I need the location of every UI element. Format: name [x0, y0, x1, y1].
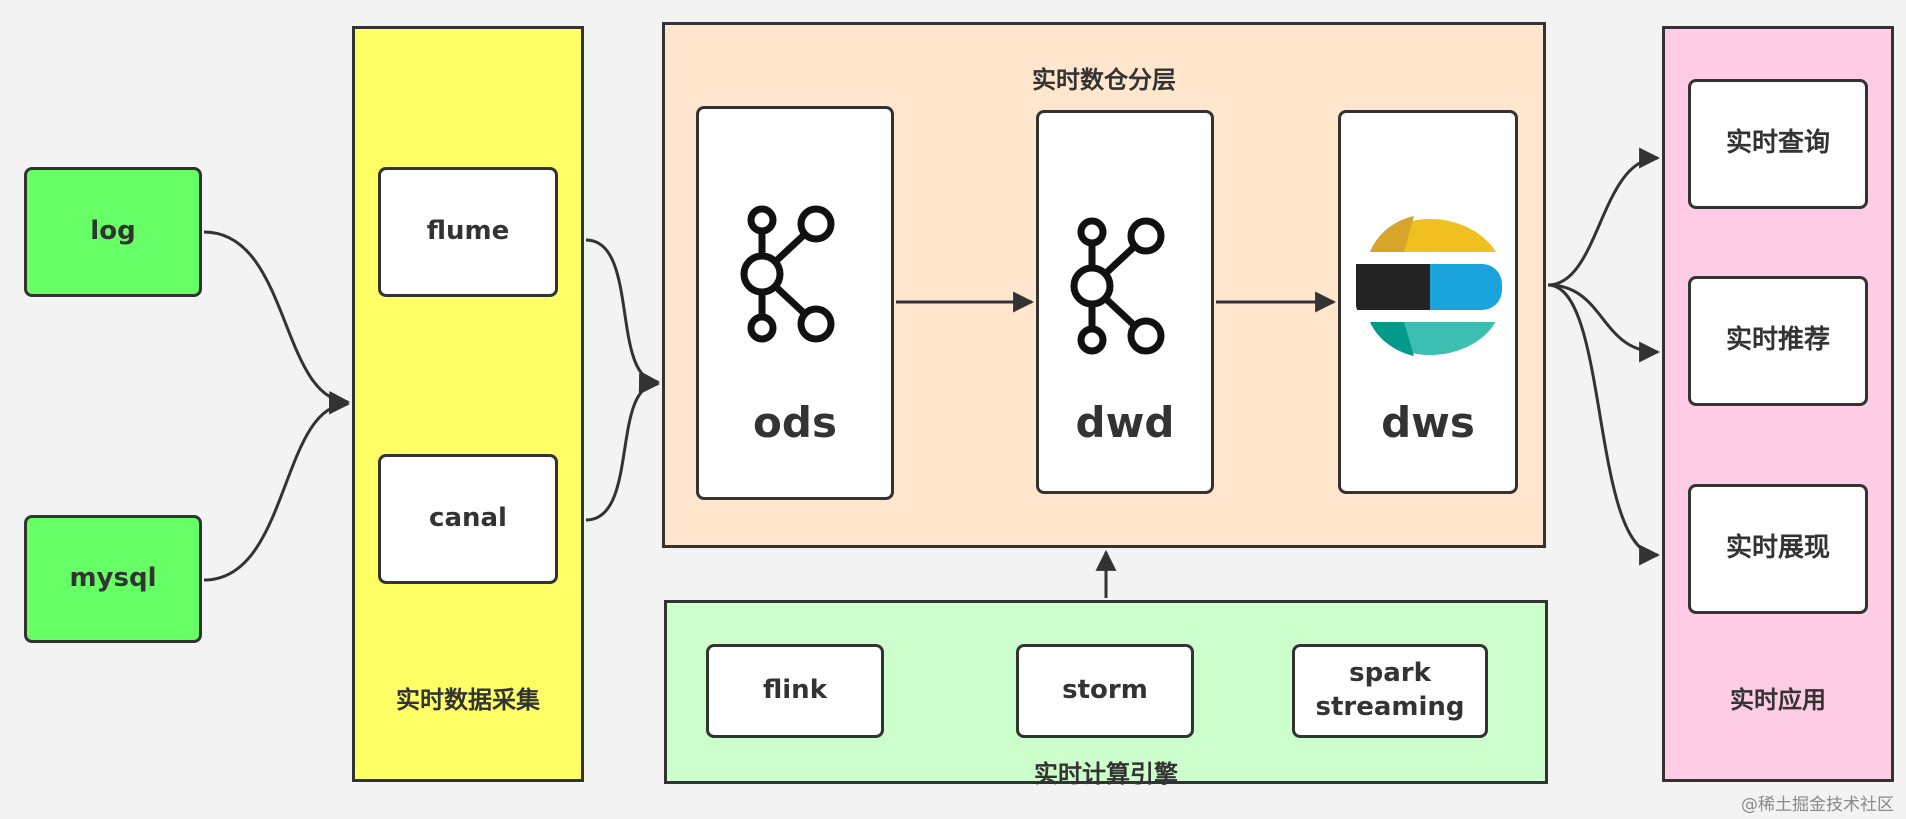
realtime-recommend-box: 实时推荐: [1688, 276, 1868, 406]
storm-box: storm: [1016, 644, 1194, 738]
apps-title: 实时应用: [1730, 686, 1826, 714]
arrow-layers-to-display: [1547, 283, 1661, 566]
canal-box: canal: [378, 454, 558, 584]
flink-box: flink: [706, 644, 884, 738]
compute-title: 实时计算引擎: [1034, 760, 1178, 788]
arrow-layers-to-query: [1547, 147, 1661, 287]
canal-label: canal: [429, 503, 507, 534]
collection-title: 实时数据采集: [396, 686, 540, 714]
kafka-icon: [1070, 217, 1165, 355]
query-label: 实时查询: [1725, 128, 1830, 159]
flume-box: flume: [378, 167, 558, 297]
dws-label: dws: [1381, 398, 1475, 447]
arrow-mysql-to-collection: [203, 393, 351, 582]
realtime-query-box: 实时查询: [1688, 79, 1868, 209]
collection-panel: [352, 26, 584, 782]
arrow-flume-to-layers: [585, 238, 661, 392]
spark-label: spark: [1349, 658, 1431, 689]
arrow-layers-to-recommend: [1547, 283, 1661, 363]
mysql-source: mysql: [24, 515, 202, 643]
arrow-log-to-collection: [203, 230, 351, 412]
log-source: log: [24, 167, 202, 297]
spark-streaming-box: spark streaming: [1292, 644, 1488, 738]
mysql-label: mysql: [69, 563, 157, 594]
realtime-display-box: 实时展现: [1688, 484, 1868, 614]
arrow-canal-to-layers: [585, 373, 661, 522]
recommend-label: 实时推荐: [1725, 325, 1830, 356]
log-label: log: [90, 216, 136, 247]
ods-label: ods: [753, 398, 837, 447]
kafka-icon: [740, 205, 835, 343]
flink-label: flink: [763, 675, 827, 706]
display-label: 实时展现: [1725, 533, 1830, 564]
dwd-label: dwd: [1075, 398, 1175, 447]
streaming-label: streaming: [1315, 692, 1465, 722]
layers-title: 实时数仓分层: [1032, 66, 1176, 94]
flume-label: flume: [426, 216, 510, 247]
dwd-box: [1036, 110, 1214, 494]
watermark: @稀土掘金技术社区: [1741, 795, 1894, 815]
elasticsearch-icon: [1356, 216, 1502, 356]
storm-label: storm: [1062, 675, 1148, 706]
